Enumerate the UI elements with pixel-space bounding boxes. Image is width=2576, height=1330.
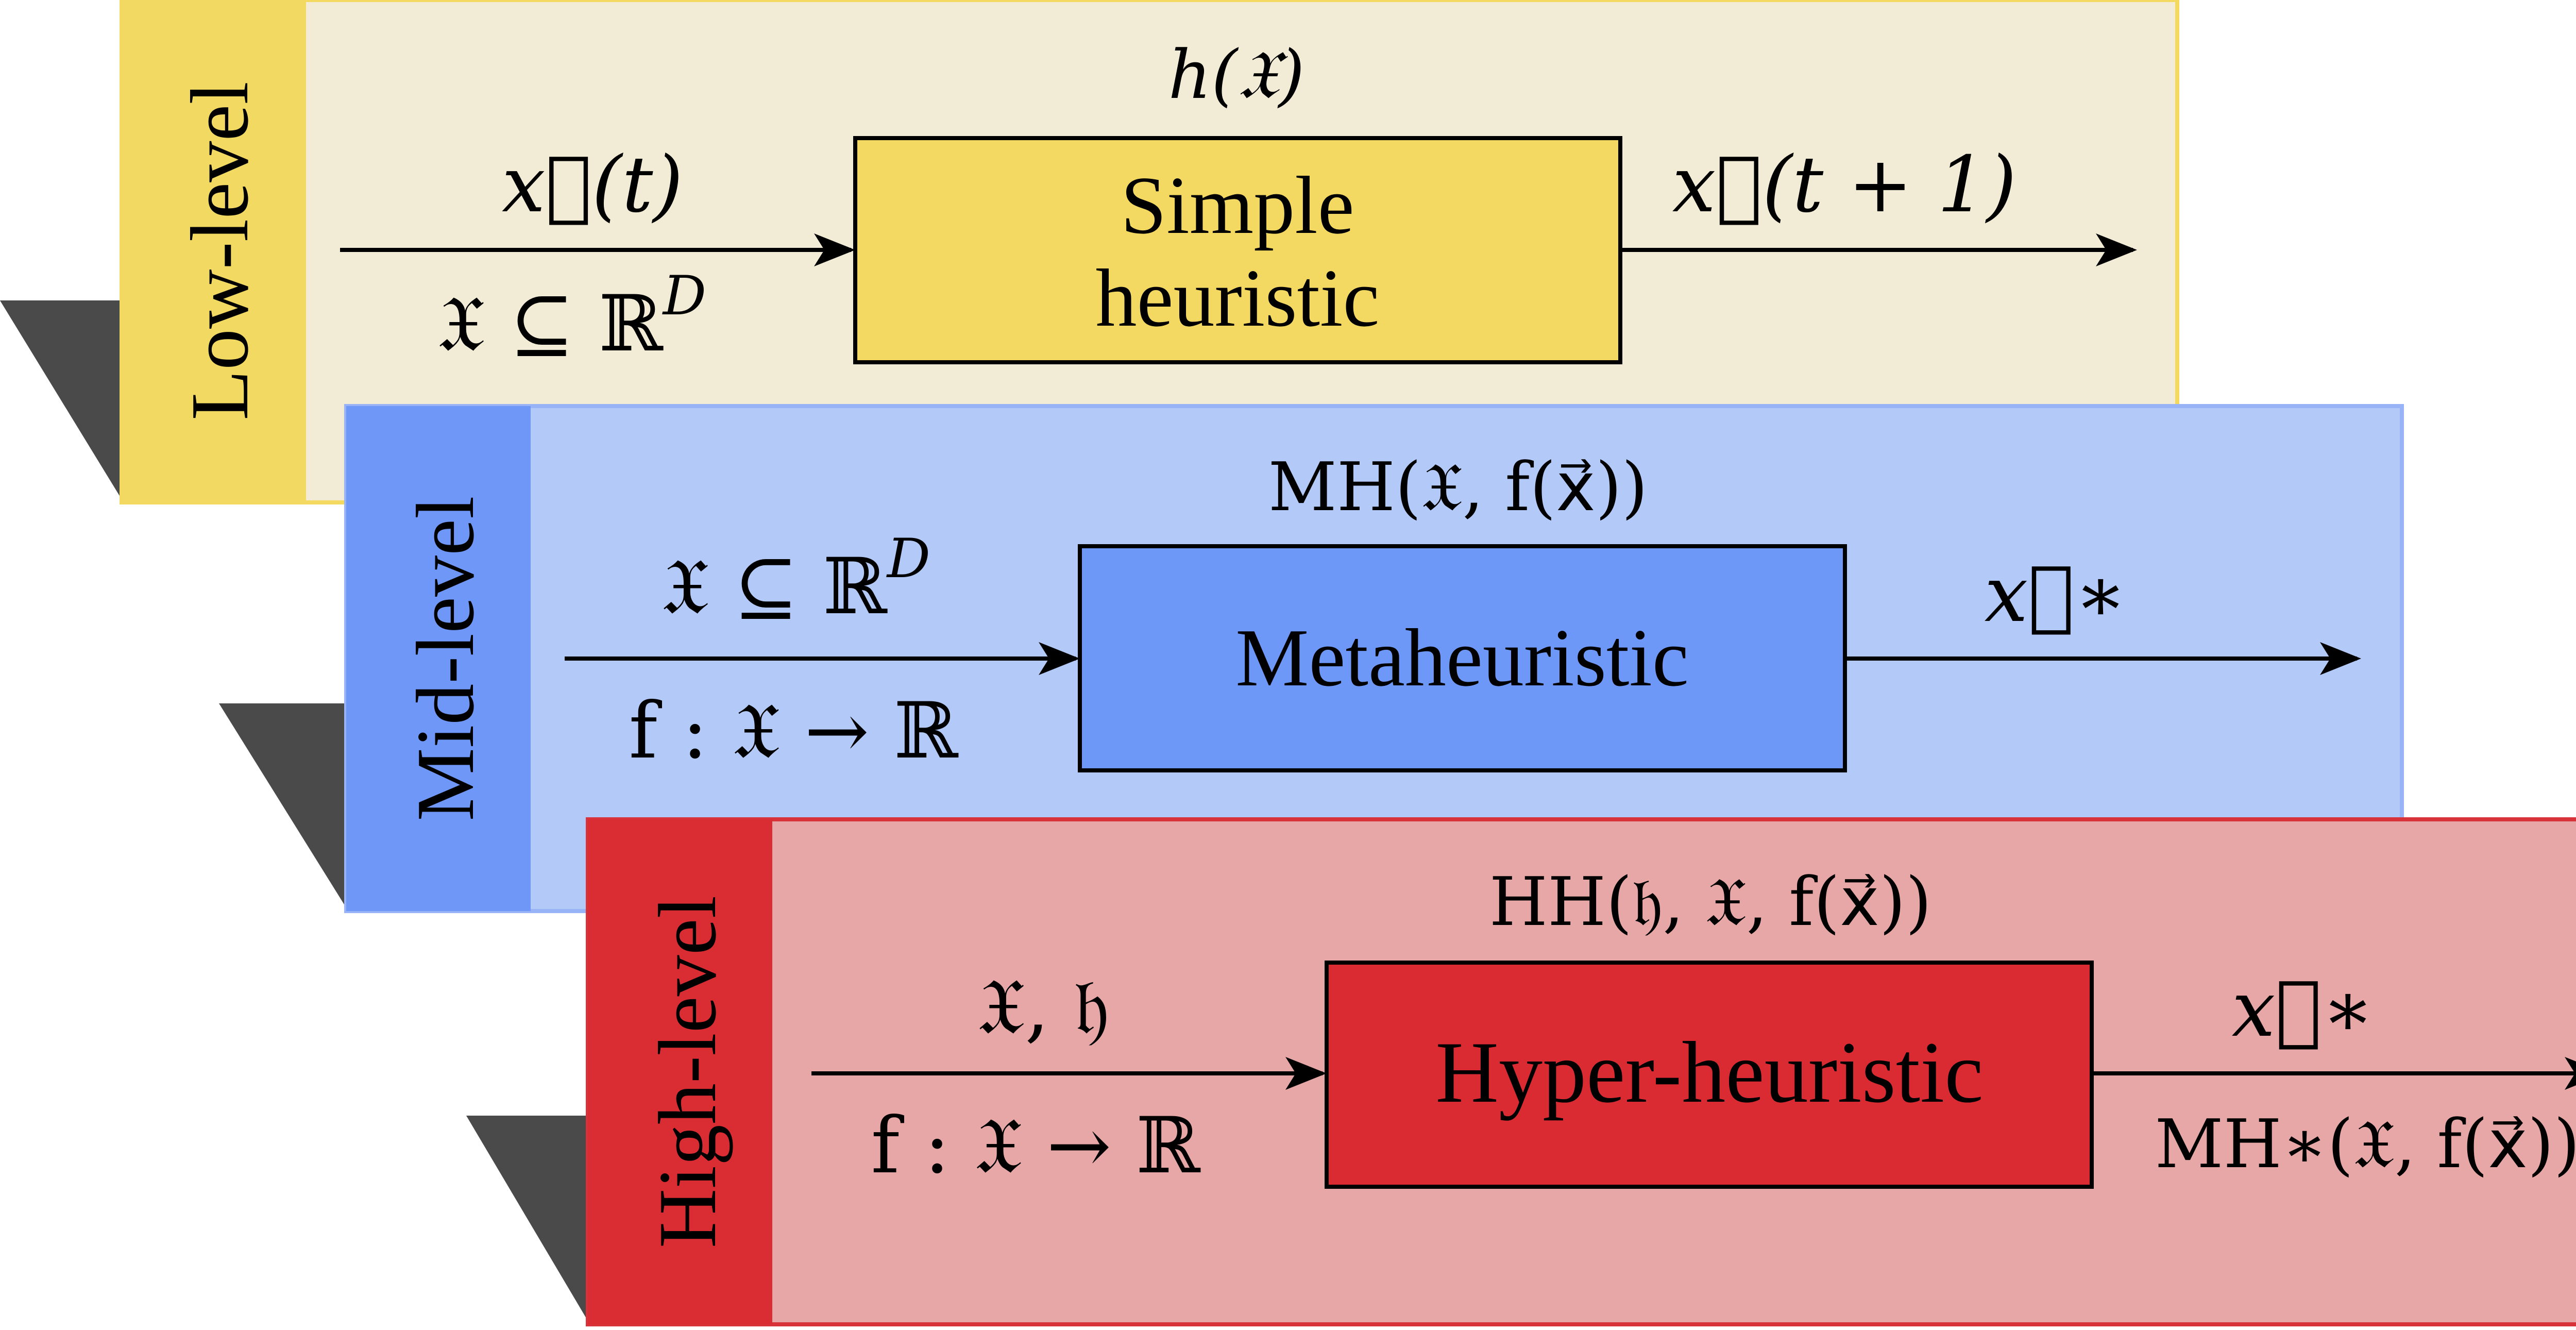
low-level-function-label: h(𝔛) <box>1168 36 1305 114</box>
hyper-heuristic-label: Hyper-heuristic <box>1435 1024 1983 1121</box>
low-level-label: Low-level <box>174 81 265 420</box>
low-level-input-bottom: 𝔛 ⊆ ℝD <box>437 264 706 369</box>
low-level-shadow-fill <box>0 300 124 502</box>
mid-level-shadow <box>219 703 348 911</box>
mid-level-output-top: x⃗∗ <box>1985 550 2127 639</box>
simple-heuristic-box <box>853 136 1622 364</box>
simple-heuristic-label-line2: heuristic <box>1096 252 1380 344</box>
mid-level-function-label: MH(𝔛, f(x⃗)) <box>1268 448 1648 526</box>
mid-level-input-top: 𝔛 ⊆ ℝD <box>662 527 930 632</box>
high-level-output-top: x⃗∗ <box>2232 965 2375 1054</box>
high-level-tab <box>588 819 772 1324</box>
low-level-input-top: x⃗(t) <box>502 140 683 230</box>
simple-heuristic-label-line1: Simple <box>1121 159 1354 251</box>
mid-level-label: Mid-level <box>399 496 491 821</box>
low-level-tab <box>122 0 306 502</box>
metaheuristic-box <box>1078 544 1847 772</box>
high-level-function-label: HH(𝔥, 𝔛, f(x⃗)) <box>1489 863 1932 941</box>
low-level-output-top: x⃗(t + 1) <box>1672 140 2016 230</box>
mid-level-input-bottom: f : 𝔛 → ℝ <box>629 686 958 776</box>
high-level-output-bottom: MH∗(𝔛, f(x⃗)) <box>2155 1105 2576 1183</box>
high-level-input-bottom: f : 𝔛 → ℝ <box>871 1101 1200 1191</box>
mid-level-tab <box>346 406 531 911</box>
metaheuristic-label: Metaheuristic <box>1235 612 1689 703</box>
high-level-label: High-level <box>641 896 733 1248</box>
high-level-layer: High-level HH(𝔥, 𝔛, f(x⃗)) Hyper-heurist… <box>466 817 2576 1326</box>
high-level-shadow <box>466 1116 590 1324</box>
hyper-heuristic-box <box>1325 961 2094 1189</box>
high-level-input-top: 𝔛, 𝔥 <box>977 962 1109 1052</box>
